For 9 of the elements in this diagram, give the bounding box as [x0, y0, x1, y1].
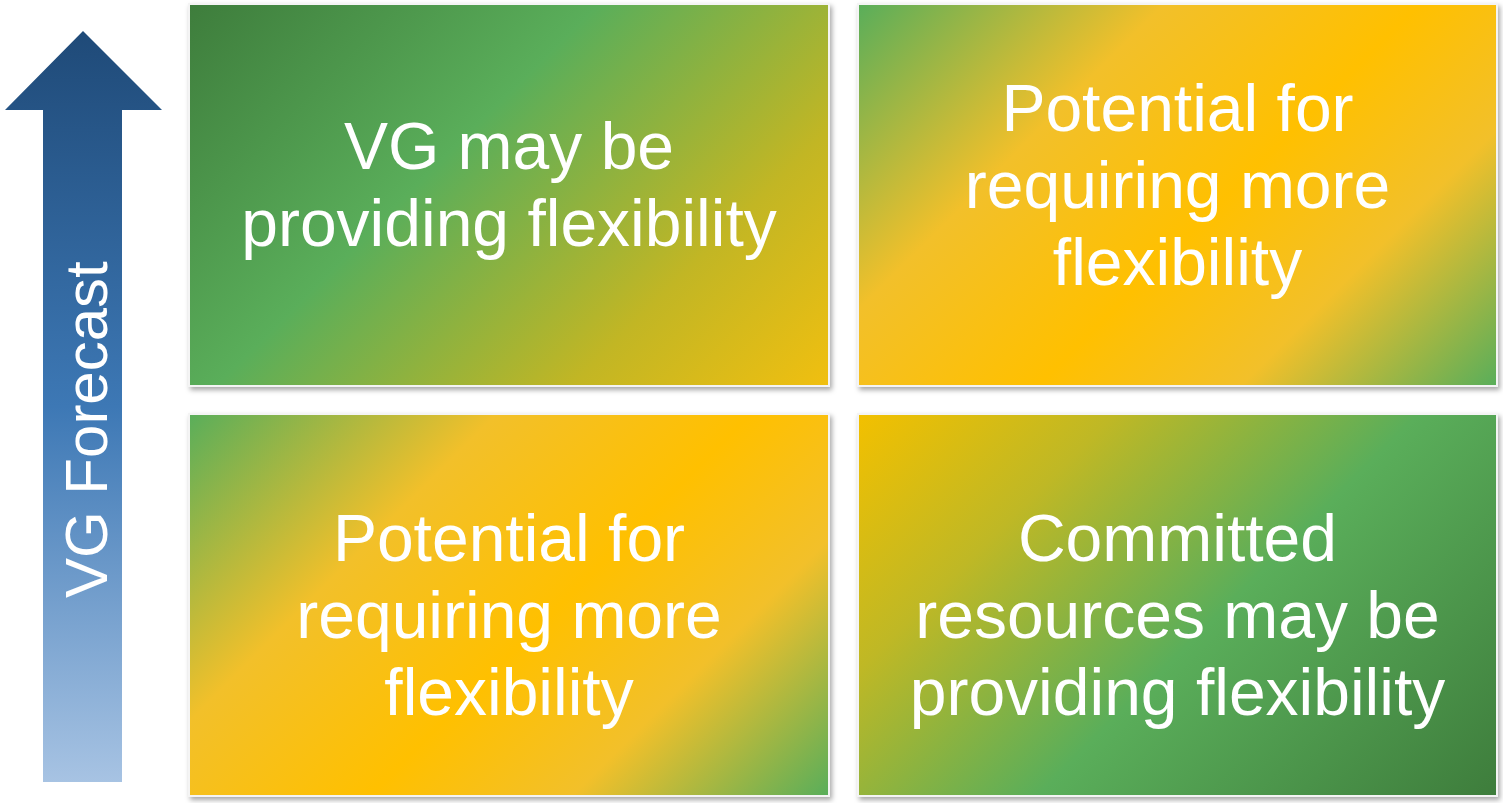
quadrant-box: [188, 413, 830, 797]
quadrant-text: Committed resources may be providing flexibility: [908, 499, 1447, 731]
quadrant-box: [857, 413, 1498, 797]
quadrant-text: Potential for requiring more flexibility: [295, 499, 723, 731]
quadrant-text: VG may be providing flexibility: [240, 108, 778, 262]
axis-label: VG Forecast: [52, 261, 121, 599]
quadrant-box: [857, 3, 1498, 387]
quadrant-box: [188, 3, 830, 387]
quadrant-text: Potential for requiring more flexibility: [963, 69, 1392, 301]
